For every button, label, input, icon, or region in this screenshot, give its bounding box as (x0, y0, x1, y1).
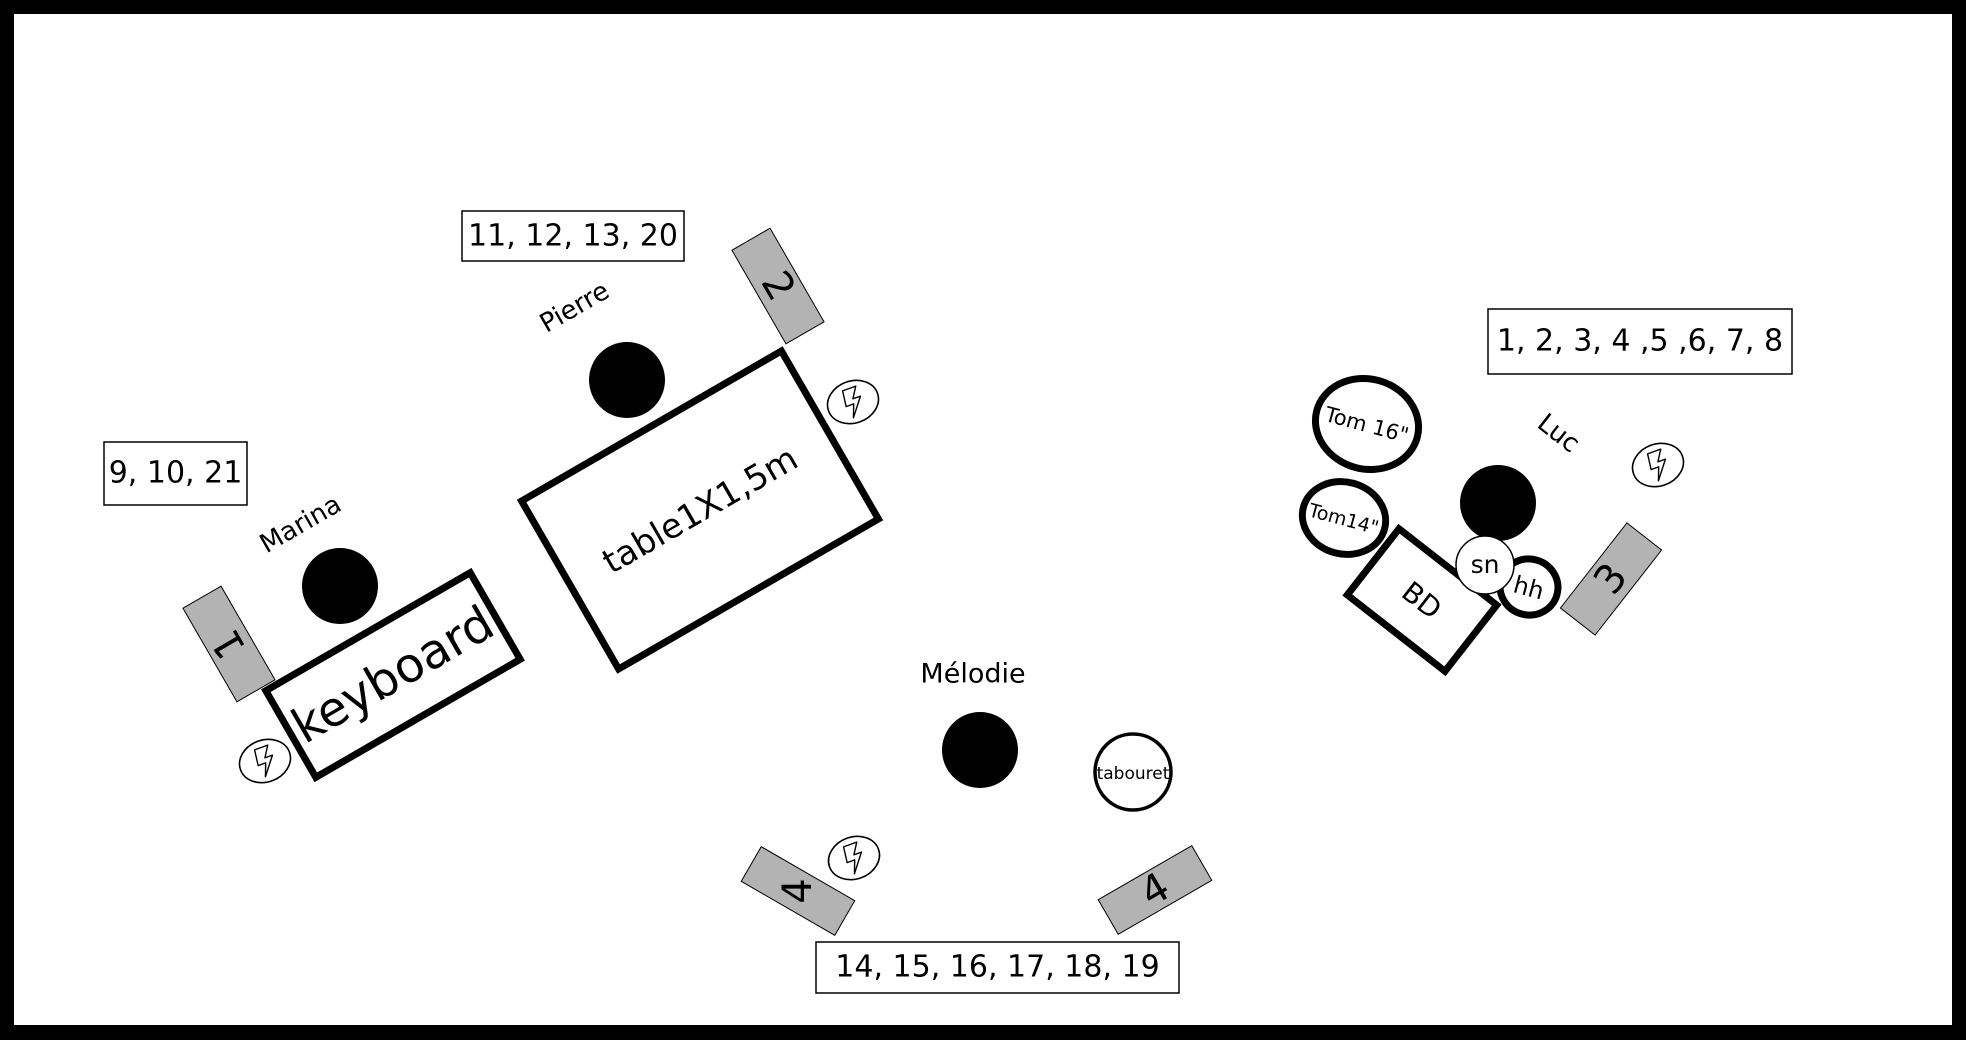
channel-box-melodie: 14, 15, 16, 17, 18, 19 (815, 941, 1180, 994)
monitor-4-right: 4 (1097, 844, 1213, 936)
channel-box-luc-text: 1, 2, 3, 4 ,5 ,6, 7, 8 (1497, 324, 1783, 359)
channel-box-luc: 1, 2, 3, 4 ,5 ,6, 7, 8 (1487, 308, 1793, 375)
keyboard: keyboard (261, 567, 525, 783)
monitor-2: 2 (731, 227, 825, 345)
channel-box-pierre-text: 11, 12, 13, 20 (468, 219, 678, 254)
musician-marina (302, 548, 378, 624)
musician-luc (1460, 465, 1536, 541)
musician-melodie (942, 712, 1018, 788)
stage-area (14, 14, 1952, 1025)
musician-label-melodie: Mélodie (920, 659, 1025, 690)
snare-label: sn (1471, 550, 1500, 579)
channel-box-marina: 9, 10, 21 (103, 441, 248, 506)
tabouret-label: tabouret (1097, 764, 1170, 784)
table: table1X1,5m (516, 346, 884, 674)
tom-16: Tom 16" (1311, 374, 1423, 474)
channel-box-melodie-text: 14, 15, 16, 17, 18, 19 (835, 950, 1159, 985)
monitor-1: 1 (182, 585, 276, 703)
channel-box-marina-text: 9, 10, 21 (109, 456, 243, 491)
bass-drum: BD (1342, 523, 1502, 677)
channel-box-pierre: 11, 12, 13, 20 (461, 210, 685, 262)
tabouret: tabouret (1093, 732, 1173, 812)
monitor-4-left: 4 (740, 845, 856, 937)
musician-pierre (589, 342, 665, 418)
tom-14: Tom14" (1298, 478, 1390, 558)
monitor-3: 3 (1559, 522, 1663, 636)
snare: sn (1455, 535, 1515, 595)
monitor-4-left-label: 4 (775, 878, 821, 903)
